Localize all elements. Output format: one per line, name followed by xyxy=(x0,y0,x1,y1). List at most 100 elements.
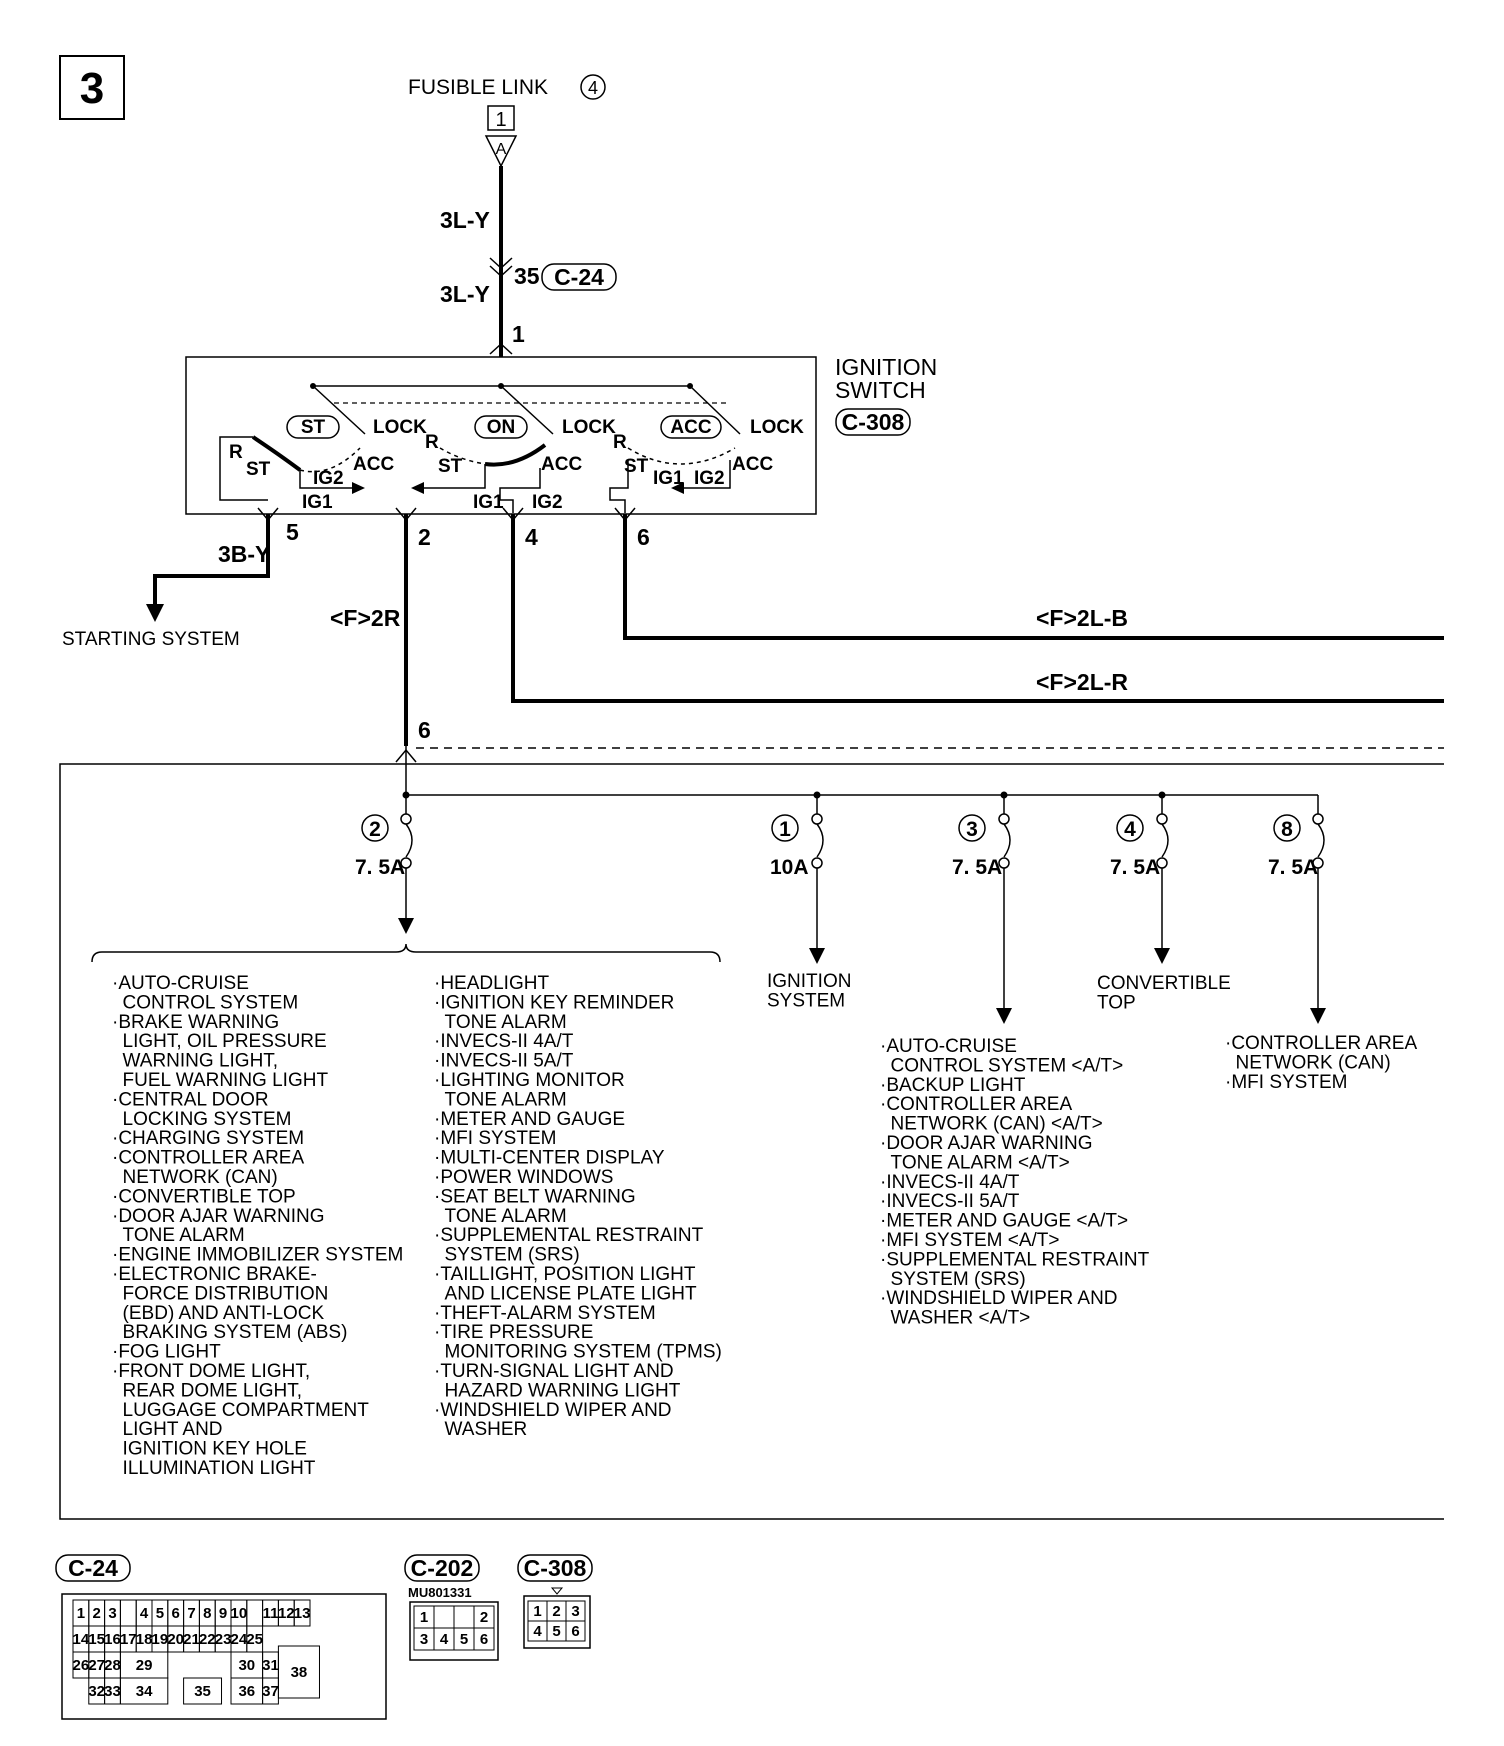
connector-pin-label: 32 xyxy=(88,1683,105,1700)
ig-a-label-3: IG1 xyxy=(653,468,684,489)
list-line: ·FOG LIGHT xyxy=(112,1342,221,1363)
list-line: TONE ALARM xyxy=(434,1206,567,1227)
list-line: LIGHT, OIL PRESSURE xyxy=(112,1031,327,1052)
list-line: ·INVECS-II 4A/T xyxy=(880,1172,1020,1193)
oval-on xyxy=(474,415,528,439)
ig-b-label-1: IG1 xyxy=(302,492,333,513)
list-line: LIGHT AND xyxy=(112,1419,223,1440)
list-line: ·MULTI-CENTER DISPLAY xyxy=(434,1148,665,1169)
connector-pin-label: 15 xyxy=(88,1631,105,1648)
list-line: ·IGNITION KEY REMINDER xyxy=(434,992,674,1013)
ig-b-label-3: IG2 xyxy=(694,468,725,489)
list-line: ·CHARGING SYSTEM xyxy=(112,1128,304,1149)
connector-pin-label: 30 xyxy=(238,1657,255,1674)
list-line: BRAKING SYSTEM (ABS) xyxy=(112,1322,347,1343)
starting-system-label: STARTING SYSTEM xyxy=(62,629,240,650)
ig-a-label-2: IG1 xyxy=(473,492,504,513)
fusible-link-box-number: 1 xyxy=(495,109,506,131)
list-line: ·HEADLIGHT xyxy=(434,973,549,994)
fuse-8-rating: 7. 5A xyxy=(1268,856,1318,879)
connector-c202-part: MU801331 xyxy=(408,1585,472,1600)
list-line: ·CONTROLLER AREA xyxy=(880,1094,1072,1115)
list-line: ·SEAT BELT WARNING xyxy=(434,1186,636,1207)
list-line: ·BRAKE WARNING xyxy=(112,1012,279,1033)
list-line: ·CONTROLLER AREA xyxy=(1225,1033,1417,1054)
connector-pin-label: 33 xyxy=(104,1683,121,1700)
switch-section-on: ON LOCK R ST ACC IG1 IG2 xyxy=(411,385,616,513)
connector-pin-label: 2 xyxy=(93,1605,101,1622)
connector-pin-label: 25 xyxy=(246,1631,263,1648)
connector-c308-tag xyxy=(835,408,911,436)
connector-c308-tag-text: C-308 xyxy=(842,409,905,435)
ig1-link-2 xyxy=(420,464,486,489)
fuse-3-rating: 7. 5A xyxy=(952,856,1002,879)
wire-3b-y: 3B-Y xyxy=(218,541,270,567)
lock-label-3: LOCK xyxy=(750,417,804,438)
acc-link-3 xyxy=(680,460,731,489)
connector-pin-label: 1 xyxy=(77,1605,85,1622)
connector-pin-35: 35 xyxy=(514,263,540,289)
fusible-link-number-circle xyxy=(580,74,606,100)
list-line: IGNITION KEY HOLE xyxy=(112,1439,307,1460)
list-line: REAR DOME LIGHT, xyxy=(112,1380,302,1401)
list-line: HAZARD WARNING LIGHT xyxy=(434,1380,681,1401)
fuse-2-list-right: ·HEADLIGHT·IGNITION KEY REMINDER TONE AL… xyxy=(434,973,722,1440)
fuse-3: 3 7. 5A xyxy=(952,795,1012,1024)
switch-arc-dashed-3 xyxy=(627,447,736,465)
wire-3l-y-bottom: 3L-Y xyxy=(440,281,490,307)
list-line: CONTROL SYSTEM <A/T> xyxy=(880,1055,1123,1076)
connector-pin-label: 5 xyxy=(460,1631,468,1648)
connector-cavity xyxy=(433,1605,455,1629)
list-line: ·INVECS-II 5A/T xyxy=(434,1051,574,1072)
list-line: ·MFI SYSTEM <A/T> xyxy=(880,1230,1059,1251)
list-line: FUEL WARNING LIGHT xyxy=(112,1070,328,1091)
connector-c202-name: C-202 xyxy=(411,1555,474,1581)
list-line: IGNITION xyxy=(767,971,851,992)
list-line: TONE ALARM xyxy=(434,1089,567,1110)
list-line: ·POWER WINDOWS xyxy=(434,1167,613,1188)
list-line: ·METER AND GAUGE xyxy=(434,1109,625,1130)
list-line: ·TIRE PRESSURE xyxy=(434,1322,593,1343)
connector-pin-label: 12 xyxy=(278,1605,295,1622)
list-line: TOP xyxy=(1097,992,1136,1013)
fuse-8: 8 7. 5A xyxy=(1268,795,1326,1024)
st-link-3 xyxy=(609,460,629,513)
connector-pin-label: 7 xyxy=(187,1605,195,1622)
list-line: ·MFI SYSTEM xyxy=(1225,1072,1347,1093)
switch-pin-1-chevron xyxy=(489,342,513,355)
pin-6: 6 xyxy=(637,524,650,550)
ignition-switch-title-1: IGNITION xyxy=(835,354,937,380)
fuse-1: 1 10A xyxy=(770,795,825,964)
connector-pin-label: 20 xyxy=(167,1631,184,1648)
pin4-wire xyxy=(511,514,1444,703)
list-line: ·INVECS-II 4A/T xyxy=(434,1031,574,1052)
oval-on-text: ON xyxy=(487,417,516,438)
connector-pin-label: 18 xyxy=(136,1631,153,1648)
connector-pin-label: 3 xyxy=(420,1631,428,1648)
wire-3l-y-top: 3L-Y xyxy=(440,207,490,233)
list-line: ·MFI SYSTEM xyxy=(434,1128,556,1149)
connector-pin-label: 10 xyxy=(231,1605,248,1622)
connector-cavity xyxy=(119,1599,137,1627)
oval-st xyxy=(286,415,340,439)
fusible-link-triangle-letter: A xyxy=(496,141,507,158)
acc-arrow-3 xyxy=(671,482,684,494)
list-line: ·SUPPLEMENTAL RESTRAINT xyxy=(434,1225,704,1246)
list-line: ·METER AND GAUGE <A/T> xyxy=(880,1211,1128,1232)
list-line: ·ELECTRONIC BRAKE- xyxy=(112,1264,317,1285)
connector-c308-name: C-308 xyxy=(524,1555,587,1581)
connector-cavity xyxy=(246,1599,264,1627)
fuse-3-list: ·AUTO-CRUISE CONTROL SYSTEM <A/T>·BACKUP… xyxy=(880,1036,1150,1329)
connector-pin-label: 38 xyxy=(291,1664,308,1681)
list-line: LOCKING SYSTEM xyxy=(112,1109,291,1130)
junction-pin-6: 6 xyxy=(418,717,431,743)
ig1-link-1 xyxy=(299,470,355,489)
fuse-8-number: 8 xyxy=(1281,818,1293,841)
list-line: WASHER xyxy=(434,1419,527,1440)
junction-block-border xyxy=(59,763,1444,1520)
connector-pin-label: 2 xyxy=(552,1603,560,1620)
list-line: ·THEFT-ALARM SYSTEM xyxy=(434,1303,656,1324)
ig-b-label-2: IG2 xyxy=(532,492,563,513)
list-line: CONVERTIBLE xyxy=(1097,973,1231,994)
